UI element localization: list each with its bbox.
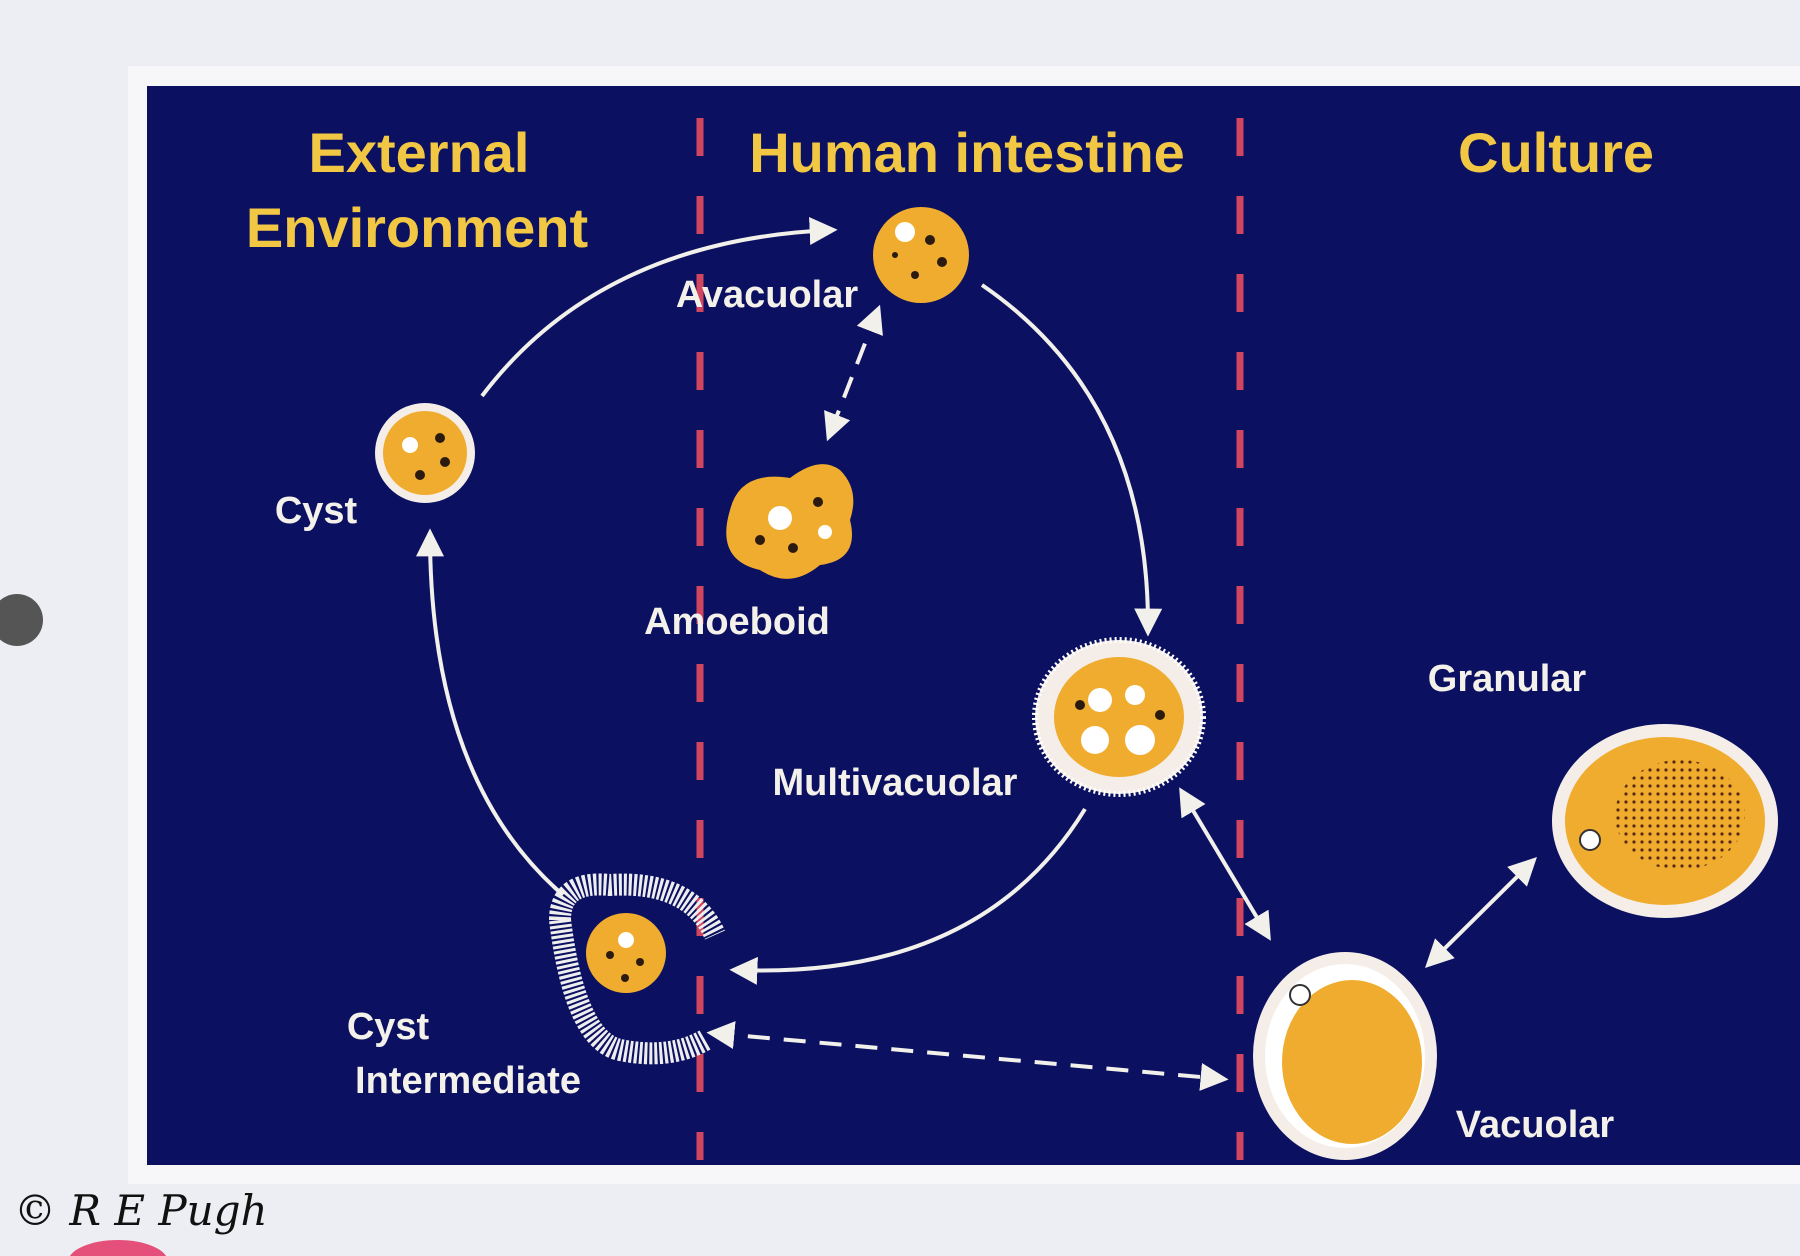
label-amoeboid: Amoeboid — [644, 601, 830, 643]
label-cyst: Cyst — [275, 490, 358, 532]
label-cyst-intermediate-line1: Cyst — [347, 1006, 430, 1048]
cyst-intermediate-cell — [549, 873, 726, 1065]
arrow-granular-vacuolar — [1425, 857, 1537, 968]
copyright-signature: © R E Pugh — [14, 1186, 268, 1235]
vacuolar-cell — [1253, 952, 1437, 1160]
mount-hole — [0, 594, 43, 646]
section-external-line2: Environment — [246, 196, 588, 259]
label-avacuolar: Avacuolar — [676, 274, 859, 316]
label-multivacuolar: Multivacuolar — [773, 762, 1018, 804]
arrow-cyst-intermediate-to-cyst — [416, 528, 565, 897]
slide-panel — [147, 86, 1800, 1165]
label-vacuolar: Vacuolar — [1456, 1104, 1615, 1146]
section-external-line1: External — [309, 121, 530, 184]
arrow-multivacuolar-to-cyst-intermediate — [729, 807, 1087, 985]
arrow-avacuolar-amoeboid — [824, 304, 883, 442]
arrow-cyst-intermediate-vacuolar — [706, 1021, 1229, 1091]
arrow-cyst-to-avacuolar — [480, 216, 838, 398]
arrow-avacuolar-to-multivacuolar — [980, 283, 1163, 637]
pink-mark — [69, 1240, 167, 1256]
granular-cell — [1552, 724, 1778, 918]
label-granular: Granular — [1428, 658, 1587, 700]
amoeboid-cell — [726, 464, 854, 579]
section-culture: Culture — [1458, 121, 1654, 184]
arrow-multivacuolar-vacuolar — [1179, 787, 1271, 941]
multivacuolar-cell — [1032, 637, 1206, 797]
label-cyst-intermediate-line2: Intermediate — [355, 1060, 581, 1102]
cyst-cell — [375, 403, 475, 503]
section-human-intestine: Human intestine — [749, 121, 1185, 184]
avacuolar-cell — [873, 207, 969, 303]
